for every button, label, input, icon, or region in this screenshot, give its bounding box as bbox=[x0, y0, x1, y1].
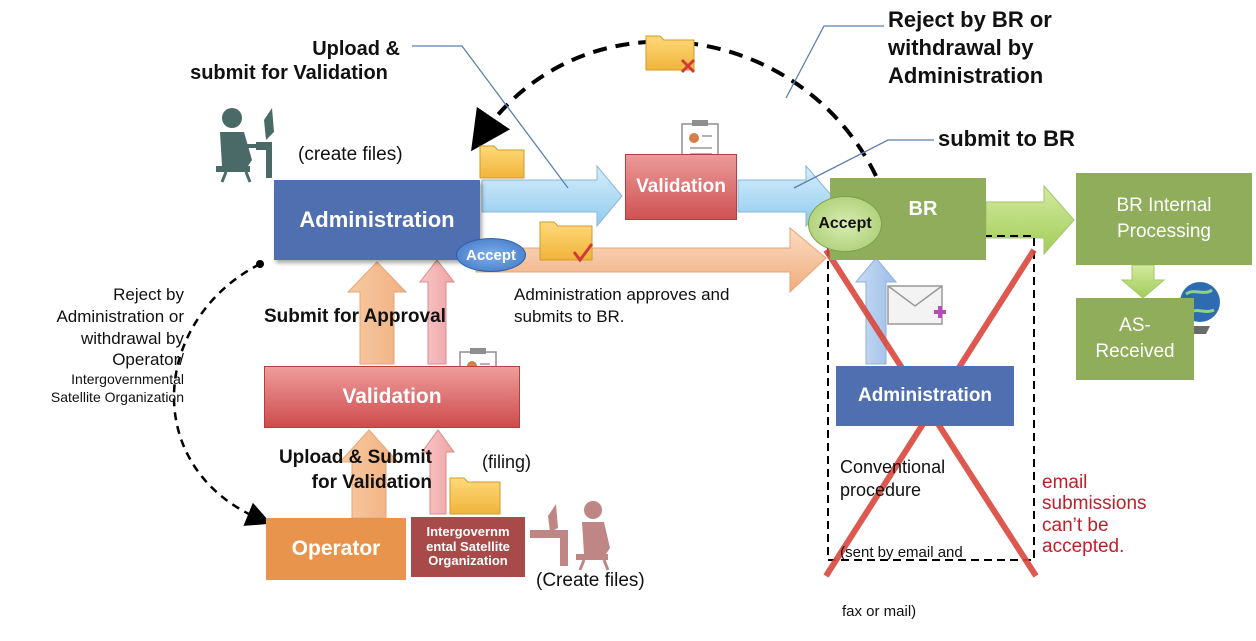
accept-badge-admin: Accept bbox=[456, 238, 526, 272]
reject-br-line2: withdrawal by bbox=[888, 34, 1034, 60]
upload-submit-bottom-line2: for Validation bbox=[311, 471, 432, 493]
email-note-line4: accepted. bbox=[1042, 535, 1125, 557]
arrow-igo-to-validation bbox=[421, 429, 455, 515]
conventional-note-line1: (sent by email and bbox=[836, 544, 963, 561]
person-at-desk-icon-top bbox=[216, 108, 274, 183]
person-at-desk-icon-bottom bbox=[530, 501, 610, 571]
reject-admin-line2: Administration or bbox=[56, 306, 184, 326]
accept-badge-br: Accept bbox=[808, 196, 882, 252]
approves-line1: Administration approves and bbox=[514, 285, 730, 304]
upload-submit-top-line2: submit for Validation bbox=[190, 61, 388, 84]
br-internal-line2: Processing bbox=[1116, 221, 1211, 242]
as-received-box: AS- Received bbox=[1076, 298, 1194, 380]
accept-br-label: Accept bbox=[818, 215, 872, 232]
upload-submit-top-line1: Upload & bbox=[312, 38, 400, 60]
conventional-note: (sent by email and fax or mail) bbox=[836, 504, 963, 641]
arrow-admin-approves-to-br bbox=[475, 226, 827, 294]
reject-br-line1: Reject by BR or bbox=[888, 7, 1052, 32]
accept-admin-label: Accept bbox=[465, 246, 517, 264]
reject-admin-line4: Operator/ bbox=[112, 350, 184, 370]
reject-igo-line1: Intergovernmental bbox=[71, 371, 184, 387]
create-files-top-label: (create files) bbox=[298, 144, 403, 165]
conventional-procedure-box bbox=[827, 235, 1035, 561]
arrow-br-to-internal bbox=[985, 184, 1075, 256]
folder-reject-icon bbox=[645, 35, 696, 74]
submit-to-br-label: submit to BR bbox=[938, 126, 1075, 151]
administration-label: Administration bbox=[299, 207, 455, 232]
folder-icon-bottom bbox=[449, 477, 501, 515]
reject-admin-label: Reject by Administration or withdrawal b… bbox=[14, 284, 184, 407]
conventional-line1: Conventional bbox=[840, 457, 946, 477]
arrow-validation-to-admin-pink bbox=[418, 259, 456, 365]
create-files-bottom-label: (Create files) bbox=[536, 570, 645, 591]
validation-box-mid: Validation bbox=[264, 366, 520, 428]
reject-br-label: Reject by BR or withdrawal by Administra… bbox=[888, 6, 1052, 90]
administration-conv-label: Administration bbox=[857, 385, 993, 406]
callout-submit-line bbox=[793, 139, 934, 189]
arrow-operator-to-validation bbox=[338, 429, 400, 519]
folder-check-icon bbox=[539, 221, 594, 263]
upload-submit-bottom-label: Upload & Submit for Validation bbox=[252, 446, 432, 495]
conventional-line2: procedure bbox=[840, 479, 922, 500]
validation-mid-label: Validation bbox=[342, 385, 442, 408]
conventional-note-line2: fax or mail) bbox=[842, 602, 917, 620]
reject-admin-line3: withdrawal by bbox=[81, 328, 184, 348]
callout-upload-line bbox=[412, 45, 569, 189]
submit-approval-label: Submit for Approval bbox=[264, 306, 446, 327]
email-note: email submissions can’t be accepted. bbox=[1042, 472, 1147, 557]
as-received-line2: Received bbox=[1095, 341, 1175, 362]
envelope-plus-icon bbox=[887, 285, 946, 325]
administration-box: Administration bbox=[274, 180, 480, 260]
email-note-line2: submissions bbox=[1042, 493, 1147, 515]
arrow-conv-admin-to-br bbox=[854, 257, 898, 365]
arrow-validation-to-admin-orange bbox=[346, 261, 408, 365]
reject-by-admin-curve bbox=[172, 262, 272, 526]
email-note-line3: can’t be bbox=[1042, 514, 1109, 536]
igo-line3: Organization bbox=[428, 553, 508, 569]
arrow-internal-to-asreceived bbox=[1120, 264, 1166, 299]
as-received-line1: AS- bbox=[1119, 315, 1151, 337]
igo-line2: ental Satellite bbox=[426, 538, 510, 554]
email-note-line1: email bbox=[1042, 472, 1088, 493]
reject-br-line3: Administration bbox=[888, 62, 1044, 88]
br-label: BR bbox=[908, 197, 938, 220]
operator-box: Operator bbox=[266, 518, 406, 580]
igo-line1: Intergovernm bbox=[426, 523, 510, 539]
reject-admin-line1: Reject by bbox=[113, 285, 184, 304]
folder-icon-top bbox=[479, 145, 525, 179]
upload-submit-bottom-line1: Upload & Submit bbox=[278, 447, 432, 468]
validation-top-label: Validation bbox=[636, 176, 726, 197]
approves-line2: submits to BR. bbox=[514, 307, 625, 327]
conventional-label: Conventional procedure bbox=[840, 456, 945, 501]
callout-reject-line bbox=[785, 25, 884, 99]
reject-igo-line2: Satellite Organization bbox=[50, 388, 184, 405]
administration-conventional-box: Administration bbox=[836, 366, 1014, 426]
arrow-admin-to-validation bbox=[481, 164, 623, 228]
approves-label: Administration approves and submits to B… bbox=[514, 284, 729, 328]
validation-box-top: Validation bbox=[625, 154, 737, 220]
filing-label: (filing) bbox=[482, 452, 532, 472]
upload-submit-top-label: Upload & submit for Validation bbox=[178, 38, 400, 85]
br-internal-line1: BR Internal bbox=[1116, 195, 1212, 217]
operator-label: Operator bbox=[291, 537, 381, 560]
